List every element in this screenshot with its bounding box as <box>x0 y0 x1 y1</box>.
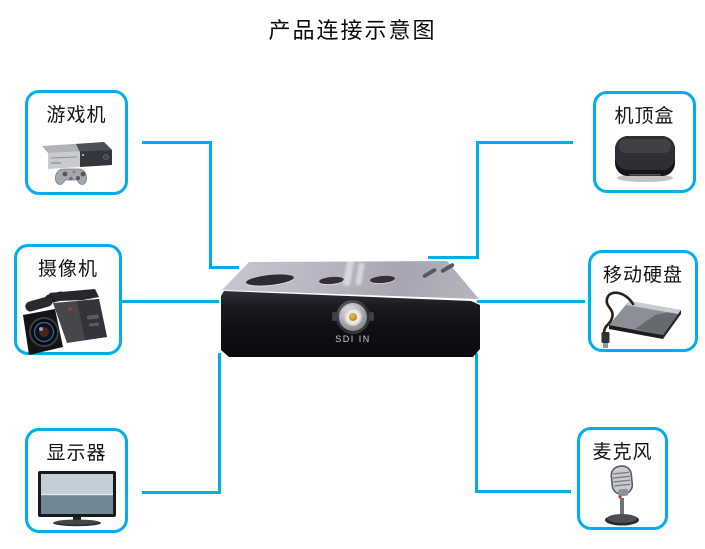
bnc-lug-left <box>332 312 337 321</box>
connector-hard-drive-h <box>477 300 585 303</box>
device-image-wrap <box>580 464 665 528</box>
connector-set-top-box-v <box>476 141 479 259</box>
connector-monitor-h <box>142 491 221 494</box>
device-label: 摄像机 <box>37 259 98 280</box>
hard-drive-illustration <box>601 291 681 348</box>
device-box-camera: 摄像机 <box>14 244 122 355</box>
device-label: 机顶盒 <box>614 106 675 127</box>
sdi-in-label: SDI IN <box>335 334 371 344</box>
connector-game-console-h1 <box>142 141 212 144</box>
connector-microphone-h <box>475 490 571 493</box>
connector-set-top-box-h2 <box>428 256 479 259</box>
set-top-box-illustration <box>614 136 675 182</box>
device-label: 显示器 <box>46 443 107 464</box>
page-title: 产品连接示意图 <box>268 18 437 43</box>
device-box-set-top-box: 机顶盒 <box>593 91 696 193</box>
game-console-illustration <box>41 141 112 185</box>
monitor-illustration <box>37 470 116 526</box>
device-label: 移动硬盘 <box>602 265 683 286</box>
device-image-wrap <box>17 281 119 359</box>
microphone-illustration <box>604 465 639 526</box>
device-label: 麦克风 <box>592 442 653 463</box>
connector-set-top-box-h1 <box>477 141 573 144</box>
connector-game-console-h2 <box>209 266 239 269</box>
device-image-wrap <box>596 128 693 190</box>
device-box-microphone: 麦克风 <box>577 427 668 530</box>
bnc-center-pin <box>349 313 357 321</box>
device-box-monitor: 显示器 <box>25 428 128 533</box>
device-label: 游戏机 <box>46 105 107 126</box>
device-image-wrap <box>591 287 695 351</box>
capture-device: SDI IN <box>218 254 480 358</box>
device-box-hard-drive: 移动硬盘 <box>588 250 698 352</box>
device-box-game-console: 游戏机 <box>25 90 128 195</box>
bnc-connector <box>332 300 374 334</box>
bnc-lug-right <box>369 312 374 321</box>
connector-microphone-v <box>475 353 478 492</box>
device-image-wrap <box>28 127 125 192</box>
device-image-wrap <box>28 465 125 530</box>
connector-game-console-v <box>209 141 212 269</box>
camera-illustration <box>23 289 107 355</box>
connector-camera-h <box>122 300 219 303</box>
connector-monitor-v <box>218 353 221 494</box>
